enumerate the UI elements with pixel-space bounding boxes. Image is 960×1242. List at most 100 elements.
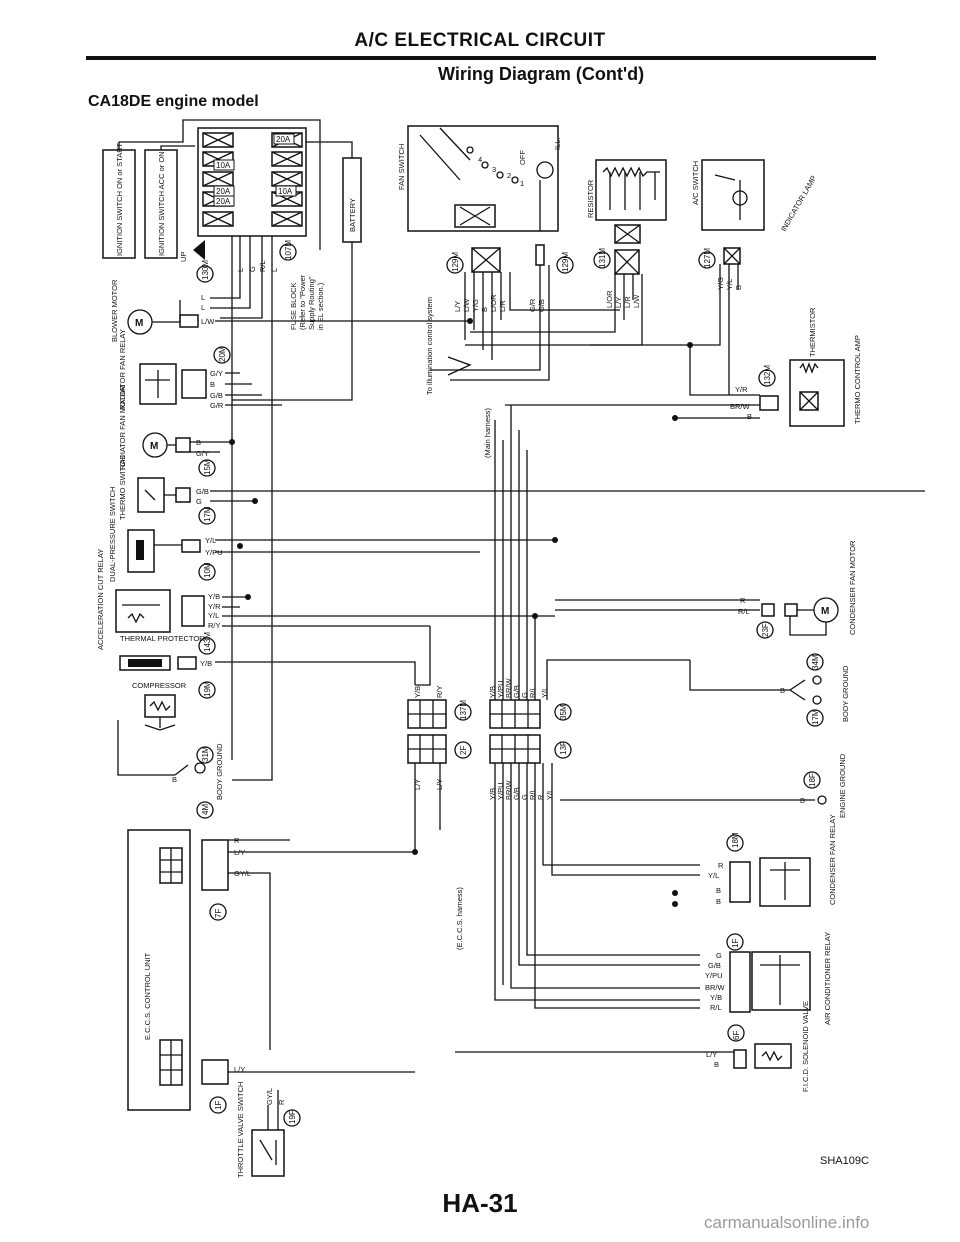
- connector-19f-icon: [283, 1109, 301, 1127]
- thermo-wire-b: B: [747, 412, 752, 421]
- connector-143m-label: 143M: [203, 632, 212, 652]
- ac-relay-box: [751, 951, 811, 1011]
- fuse-label-2: 10A: [216, 161, 231, 170]
- connector-18m-icon: [756, 621, 774, 639]
- fan-switch-box: [407, 125, 559, 232]
- title-rule: [86, 56, 876, 60]
- svg-text:Y/L: Y/L: [545, 789, 554, 800]
- connector-4m-icon: [196, 801, 214, 819]
- fan-switch-wire-labels: L/Y L/W Y/G B L/OR L/R G/R G/B: [453, 294, 546, 312]
- cond-relay-wire-labels: R Y/L B B: [708, 861, 724, 906]
- ficd-valve-label: F.I.C.D. SOLENOID VALVE: [801, 1001, 810, 1092]
- up-label: UP: [179, 252, 188, 262]
- connector-31m-label: 31M: [201, 746, 210, 762]
- svg-text:L/Y: L/Y: [234, 1065, 245, 1074]
- fuse-block-label: FUSE BLOCK: [289, 282, 298, 330]
- svg-text:Y/G: Y/G: [471, 299, 480, 312]
- svg-text:R/L: R/L: [528, 686, 537, 698]
- svg-text:Y/B: Y/B: [208, 592, 220, 601]
- right-lower-harness: [494, 763, 700, 1009]
- mid-connector-top: [407, 699, 447, 729]
- fuse-wire-l2: L: [270, 268, 279, 272]
- thermo-amp-label: THERMO CONTROL AMP: [853, 335, 862, 424]
- eccs-wire-labels: R L/Y GY/L: [234, 836, 251, 878]
- connector-17m-b-icon: [806, 709, 824, 727]
- svg-text:BR/W: BR/W: [705, 983, 726, 992]
- connector-20m-icon: [213, 346, 231, 364]
- right-connector-bottom: [489, 734, 541, 764]
- connector-7f-label: 18M: [731, 832, 740, 848]
- svg-text:BR/W: BR/W: [504, 677, 513, 698]
- fuse-label-3: 20A: [216, 187, 231, 196]
- fan-switch-lever: [419, 127, 471, 181]
- thermo-amp-box: [789, 359, 845, 427]
- connector-10m-icon: [198, 563, 216, 581]
- right-bottom-wire-labels: Y/B Y/PU BR/W G/B G R/L R Y/L: [488, 779, 554, 800]
- svg-text:G/R: G/R: [210, 401, 224, 410]
- connector-35m-label: 35M: [559, 704, 568, 720]
- dual-pressure-wires: [154, 539, 555, 553]
- fan-off-label: OFF: [518, 150, 527, 165]
- svg-text:B: B: [480, 307, 489, 312]
- svg-text:1: 1: [520, 179, 524, 188]
- rad-relay-label: RADIATOR FAN RELAY: [118, 329, 127, 410]
- blower-connector: [179, 314, 199, 328]
- svg-text:L/Y: L/Y: [413, 779, 422, 790]
- connector-15m-label: 15M: [203, 459, 212, 475]
- svg-text:G/B: G/B: [708, 961, 721, 970]
- connector-130m-label: 130M: [201, 260, 210, 280]
- page-title: A/C ELECTRICAL CIRCUIT: [354, 30, 606, 51]
- eccs-wires: [228, 839, 415, 1050]
- svg-text:G/B: G/B: [512, 787, 521, 800]
- accel-wire-labels: Y/B Y/R Y/L R/Y: [208, 592, 221, 630]
- connector-13f-icon: [554, 741, 572, 759]
- svg-text:Y/L: Y/L: [208, 611, 219, 620]
- resistor-connector: [614, 224, 641, 244]
- connector-127m-icon: [698, 251, 716, 269]
- battery-label: BATTERY: [348, 198, 357, 232]
- svg-text:Y/L: Y/L: [205, 536, 216, 545]
- thermistor-icon: [799, 362, 819, 374]
- rad-relay-wire-labels: G/Y B G/B G/R: [210, 369, 224, 410]
- connector-137m-icon: [454, 703, 472, 721]
- connector-7f-icon: [726, 834, 744, 852]
- mid-connector-bottom: [407, 734, 447, 764]
- svg-text:Y/B: Y/B: [488, 788, 497, 800]
- svg-text:R: R: [536, 794, 545, 800]
- connector-132m-icon: [758, 369, 776, 387]
- engine-ground-label: ENGINE GROUND: [838, 753, 847, 818]
- engine-model-label: CA18DE engine model: [88, 93, 259, 110]
- svg-text:G/B: G/B: [512, 685, 521, 698]
- compressor-label: COMPRESSOR: [132, 681, 187, 690]
- connector-19m-icon: [198, 681, 216, 699]
- fuse-wire-g: G: [248, 266, 257, 272]
- resistor-wires: [470, 274, 643, 346]
- motor-m-icon: M: [135, 318, 143, 329]
- svg-text:Y/PU: Y/PU: [496, 782, 505, 800]
- ignition-on-label: IGNITION SWITCH ON or START: [115, 143, 124, 256]
- connector-19m-label: 19M: [203, 681, 212, 697]
- svg-text:G/B: G/B: [210, 391, 223, 400]
- resistor-wire-labels: L/OR L/Y L/R L/W: [605, 290, 641, 308]
- svg-text:Y/B: Y/B: [710, 993, 722, 1002]
- svg-text:B: B: [780, 686, 785, 695]
- connector-2f-label: 2F: [459, 746, 468, 755]
- blower-wire-lw: L/W: [201, 317, 215, 326]
- connector-6f-label: 1F: [731, 939, 740, 948]
- ill-label: ILL.: [553, 137, 562, 150]
- svg-text:G: G: [520, 692, 529, 698]
- right-top-wire-labels: Y/B Y/PU BR/W G/B G R/L Y/L: [488, 677, 549, 698]
- svg-text:L/R: L/R: [498, 300, 507, 312]
- right-connector-top: [489, 699, 541, 729]
- eccs-unit-label: E.C.C.S. CONTROL UNIT: [143, 952, 152, 1040]
- eccs-unit-box: [127, 829, 191, 1111]
- fuse-block-note-3: in EL section.): [316, 282, 325, 330]
- connector-13f-label: 13F: [559, 741, 568, 755]
- connector-1f-label: 7F: [214, 909, 223, 918]
- page-number: HA-31: [442, 1188, 518, 1218]
- fuse-labels: 20A 10A 20A 20A 10A: [213, 133, 297, 207]
- svg-text:Y/B: Y/B: [488, 686, 497, 698]
- connector-34m-label: 34M: [811, 654, 820, 670]
- svg-text:B: B: [714, 1060, 719, 1069]
- body-ground-left-label: BODY GROUND: [215, 743, 224, 800]
